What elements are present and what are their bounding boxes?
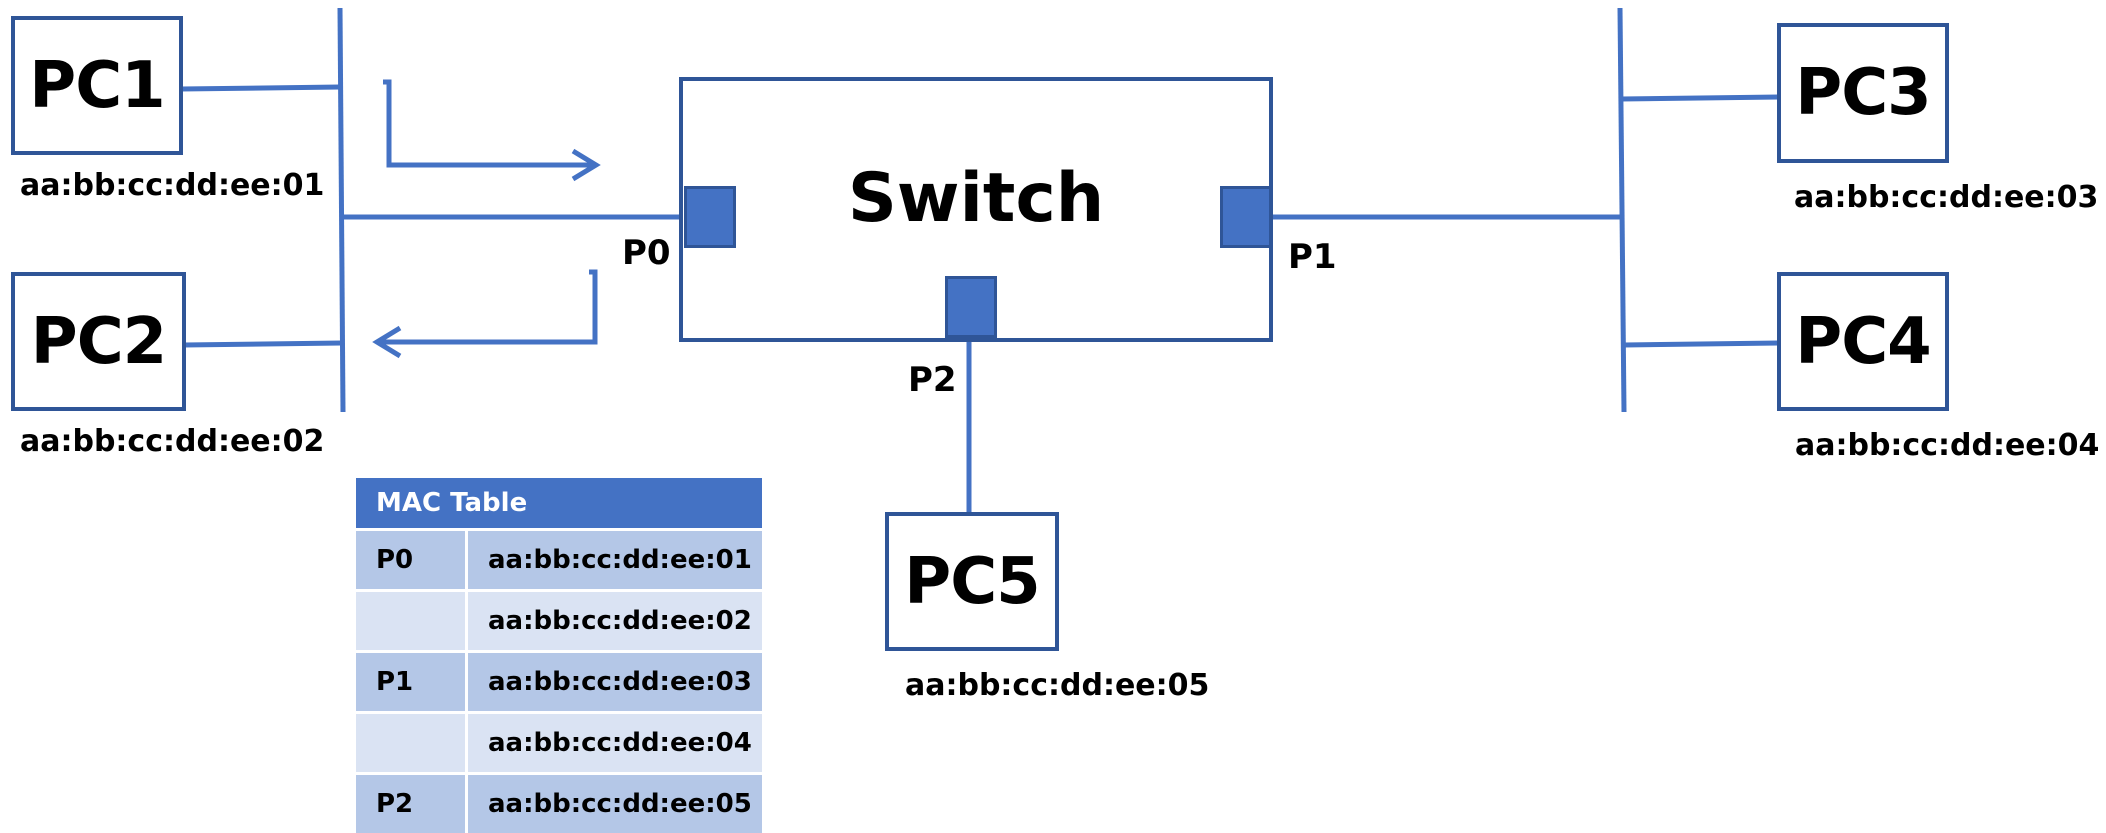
mac-table-row: P1 aa:bb:cc:dd:ee:03 — [356, 650, 762, 711]
mac-table-header-row: MAC Table — [356, 478, 762, 528]
incoming-frame-arrow — [383, 79, 595, 168]
pc1-link — [180, 84, 341, 92]
pc4-link — [1623, 340, 1781, 348]
pc5-label: PC5 — [904, 544, 1040, 619]
port-p0 — [684, 186, 736, 248]
port-label-p1: P1 — [1288, 237, 1337, 277]
mac-table-address-cell: aa:bb:cc:dd:ee:02 — [468, 589, 762, 650]
mac-table-port-cell — [356, 589, 468, 650]
pc1-label: PC1 — [29, 48, 165, 123]
mac-table-address-cell: aa:bb:cc:dd:ee:01 — [468, 528, 762, 589]
pc2-label: PC2 — [30, 304, 167, 379]
mac-table-port-cell: P1 — [356, 650, 468, 711]
pc2-link — [183, 340, 343, 348]
outgoing-frame-arrow — [378, 269, 598, 345]
mac-table-address-cell: aa:bb:cc:dd:ee:04 — [468, 711, 762, 772]
port-p2 — [945, 276, 997, 338]
pc1-mac: aa:bb:cc:dd:ee:01 — [20, 168, 325, 203]
mac-table-row: aa:bb:cc:dd:ee:02 — [356, 589, 762, 650]
pc3-link — [1620, 94, 1781, 102]
left-bus-line — [337, 7, 346, 413]
pc4-label: PC4 — [1795, 304, 1931, 379]
pc5-box: PC5 — [885, 512, 1059, 651]
right-bus-line — [1617, 7, 1627, 413]
pc1-box: PC1 — [11, 16, 183, 155]
mac-table-address-cell: aa:bb:cc:dd:ee:05 — [468, 772, 762, 833]
port-label-p2: P2 — [908, 360, 957, 400]
pc4-mac: aa:bb:cc:dd:ee:04 — [1795, 428, 2100, 463]
mac-table-port-cell: P0 — [356, 528, 468, 589]
pc4-box: PC4 — [1777, 272, 1949, 411]
port-p1 — [1220, 186, 1272, 248]
pc5-mac: aa:bb:cc:dd:ee:05 — [905, 668, 1210, 703]
pc3-mac: aa:bb:cc:dd:ee:03 — [1794, 180, 2099, 215]
mac-table-row: P2 aa:bb:cc:dd:ee:05 — [356, 772, 762, 833]
mac-table-title: MAC Table — [356, 478, 762, 528]
outgoing-arrowhead — [372, 325, 402, 359]
mac-table-address-cell: aa:bb:cc:dd:ee:03 — [468, 650, 762, 711]
mac-table-row: aa:bb:cc:dd:ee:04 — [356, 711, 762, 772]
pc2-mac: aa:bb:cc:dd:ee:02 — [20, 424, 325, 459]
mac-table-port-cell — [356, 711, 468, 772]
pc3-label: PC3 — [1795, 56, 1931, 130]
mac-table-port-cell: P2 — [356, 772, 468, 833]
pc2-box: PC2 — [11, 272, 186, 411]
incoming-arrowhead — [571, 148, 601, 182]
port-label-p0: P0 — [622, 233, 671, 273]
pc3-box: PC3 — [1777, 23, 1949, 163]
mac-table: MAC Table P0 aa:bb:cc:dd:ee:01 aa:bb:cc:… — [356, 478, 762, 833]
mac-table-row: P0 aa:bb:cc:dd:ee:01 — [356, 528, 762, 589]
switch-label: Switch — [847, 159, 1105, 238]
